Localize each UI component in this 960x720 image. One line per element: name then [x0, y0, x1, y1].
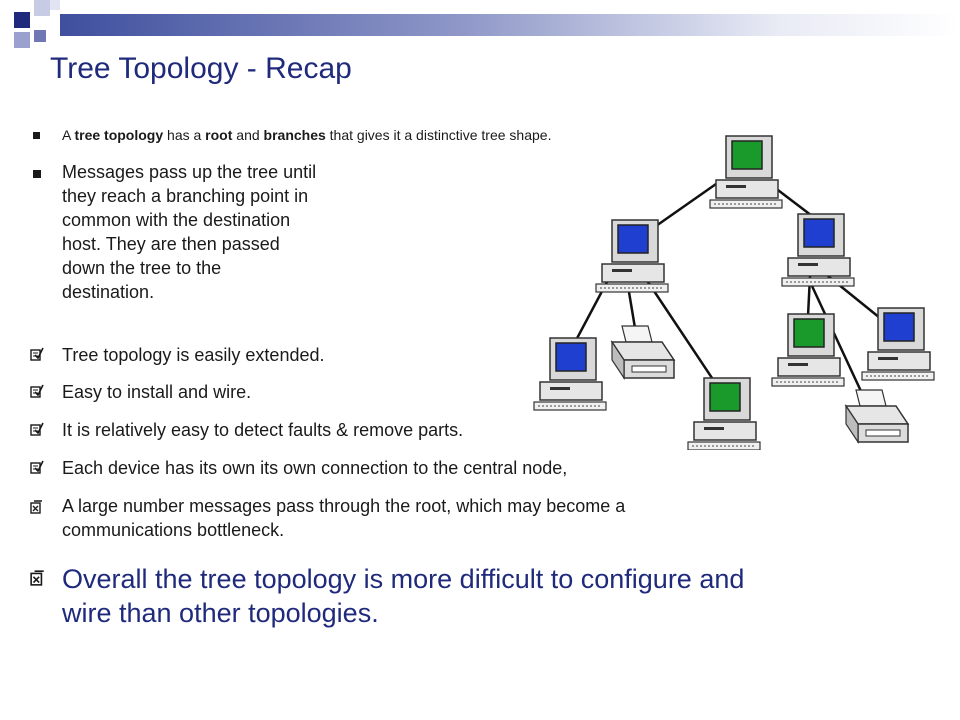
pro-bullet: Easy to install and wire. [62, 382, 252, 402]
leaf-printer-left [611, 325, 675, 379]
intro-bold-tree: tree topology [74, 127, 164, 143]
check-box-icon [30, 422, 44, 436]
messages-line: destination. [62, 282, 155, 302]
con-bullet: A large number messages pass through the… [62, 494, 625, 542]
check-box-icon [30, 460, 44, 474]
intro-pre: A [62, 127, 75, 143]
title-banner [60, 14, 960, 36]
messages-line: host. They are then passed [62, 234, 280, 254]
leaf-computer [861, 307, 935, 381]
branch-computer-right [781, 213, 855, 287]
leaf-computer [533, 337, 607, 411]
deco-square-dark [14, 12, 30, 28]
deco-square-mid2 [34, 30, 46, 42]
leaf-printer-right [845, 389, 909, 443]
intro-mid1: has a [163, 127, 206, 143]
leaf-computer-green [687, 377, 761, 450]
intro-bold-root: root [205, 127, 233, 143]
overall-line: Overall the tree topology is more diffic… [62, 564, 745, 594]
deco-square-mid [14, 32, 30, 48]
bullet-square [33, 170, 41, 178]
intro-bullet: A tree topology has a root and branches … [62, 127, 551, 143]
leaf-computer-green [771, 313, 845, 387]
check-box-icon [30, 347, 44, 361]
messages-bullet: Messages pass up the tree until they rea… [62, 160, 316, 304]
cross-box-icon [30, 570, 44, 586]
branch-computer-left [595, 219, 669, 293]
con-line: A large number messages pass through the… [62, 496, 626, 516]
deco-square-faint [50, 0, 60, 10]
check-box-icon [30, 384, 44, 398]
deco-square-light [34, 0, 50, 16]
messages-line: down the tree to the [62, 258, 222, 278]
pro-bullet: It is relatively easy to detect faults &… [62, 420, 464, 440]
slide-title: Tree Topology - Recap [50, 52, 352, 85]
intro-bold-branches: branches [263, 127, 326, 143]
overall-bullet: Overall the tree topology is more diffic… [62, 562, 744, 630]
messages-line: Messages pass up the tree until [62, 162, 317, 182]
pro-bullet: Each device has its own its own connecti… [62, 458, 568, 478]
intro-post: that gives it a distinctive tree shape. [325, 127, 552, 143]
con-line: communications bottleneck. [62, 520, 285, 540]
messages-line: common with the destination [62, 210, 291, 230]
overall-line: wire than other topologies. [62, 598, 379, 628]
messages-line: they reach a branching point in [62, 186, 309, 206]
tree-topology-diagram [533, 135, 935, 450]
intro-mid2: and [232, 127, 264, 143]
cross-box-icon [30, 500, 42, 514]
bullet-square [33, 132, 40, 139]
pro-bullet: Tree topology is easily extended. [62, 345, 325, 365]
root-computer [709, 135, 783, 209]
